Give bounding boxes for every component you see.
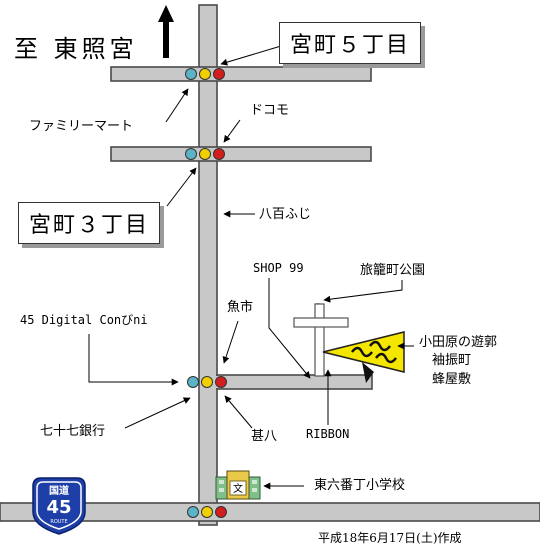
hatagomachi-park-lines (293, 303, 349, 377)
route45-sign-number: 45 (46, 497, 71, 518)
north-arrow (158, 5, 174, 58)
arrow-docomo (223, 119, 241, 143)
label-docomo: ドコモ (250, 103, 290, 118)
arrow-miyamachi5 (220, 45, 282, 66)
label-jinpachi: 甚八 (251, 429, 278, 444)
arrow-digital-conveni (88, 334, 179, 386)
pointer-arrows (88, 45, 414, 490)
road-route45 (0, 502, 540, 522)
road-miyamachi3 (110, 146, 372, 162)
arrow-hatagomachi-park (323, 280, 403, 303)
route45-sign: 国道 45 ROUTE (32, 477, 86, 535)
signal-miyamachi5 (185, 68, 225, 80)
signal-uoichi (187, 376, 227, 388)
label-school: 東六番丁小学校 (314, 478, 406, 493)
road-miyamachi5 (110, 66, 372, 82)
arrow-jinpachi (224, 395, 253, 429)
svg-text:文: 文 (233, 482, 243, 495)
arrow-miyamachi3 (166, 167, 197, 207)
miyamachi5-box: 宮町５丁目 (279, 22, 422, 64)
arrow-familymart (165, 88, 189, 123)
traffic-signals (185, 68, 227, 518)
roads (0, 4, 540, 526)
signal-route45 (187, 506, 227, 518)
label-shichijushichi: 七十七銀行 (40, 424, 106, 439)
miyamachi3-box: 宮町３丁目 (18, 202, 161, 244)
label-odawara-1: 小田原の遊郭 (419, 335, 498, 350)
label-yaofuji: 八百ふじ (259, 207, 312, 222)
footer-date: 平成18年6月17日(土)作成 (318, 531, 462, 545)
odawara-marker (322, 331, 405, 383)
school-building-icon: 文 (215, 470, 261, 500)
label-odawara-2: 袖振町 (432, 353, 472, 368)
signal-miyamachi3 (185, 148, 225, 160)
label-odawara-3: 蜂屋敷 (432, 372, 472, 387)
label-digital-conveni: 45 Digital Conびni (20, 313, 148, 327)
destination-label: 至 東照宮 (14, 35, 138, 63)
label-shop99: SHOP 99 (253, 261, 304, 275)
arrow-shop99 (268, 278, 311, 379)
label-familymart: ファミリーマート (29, 119, 134, 134)
label-hatagomachi-park: 旅籠町公園 (360, 263, 426, 278)
arrow-uoichi (222, 320, 239, 364)
route45-sign-top: 国道 (49, 484, 69, 497)
main-road-vertical (198, 4, 218, 526)
arrow-shichijushichi (124, 397, 191, 429)
route45-sign-bottom: ROUTE (50, 519, 67, 525)
road-uoichi (216, 374, 373, 390)
label-ribbon: RIBBON (306, 427, 350, 441)
label-uoichi: 魚市 (227, 300, 254, 315)
